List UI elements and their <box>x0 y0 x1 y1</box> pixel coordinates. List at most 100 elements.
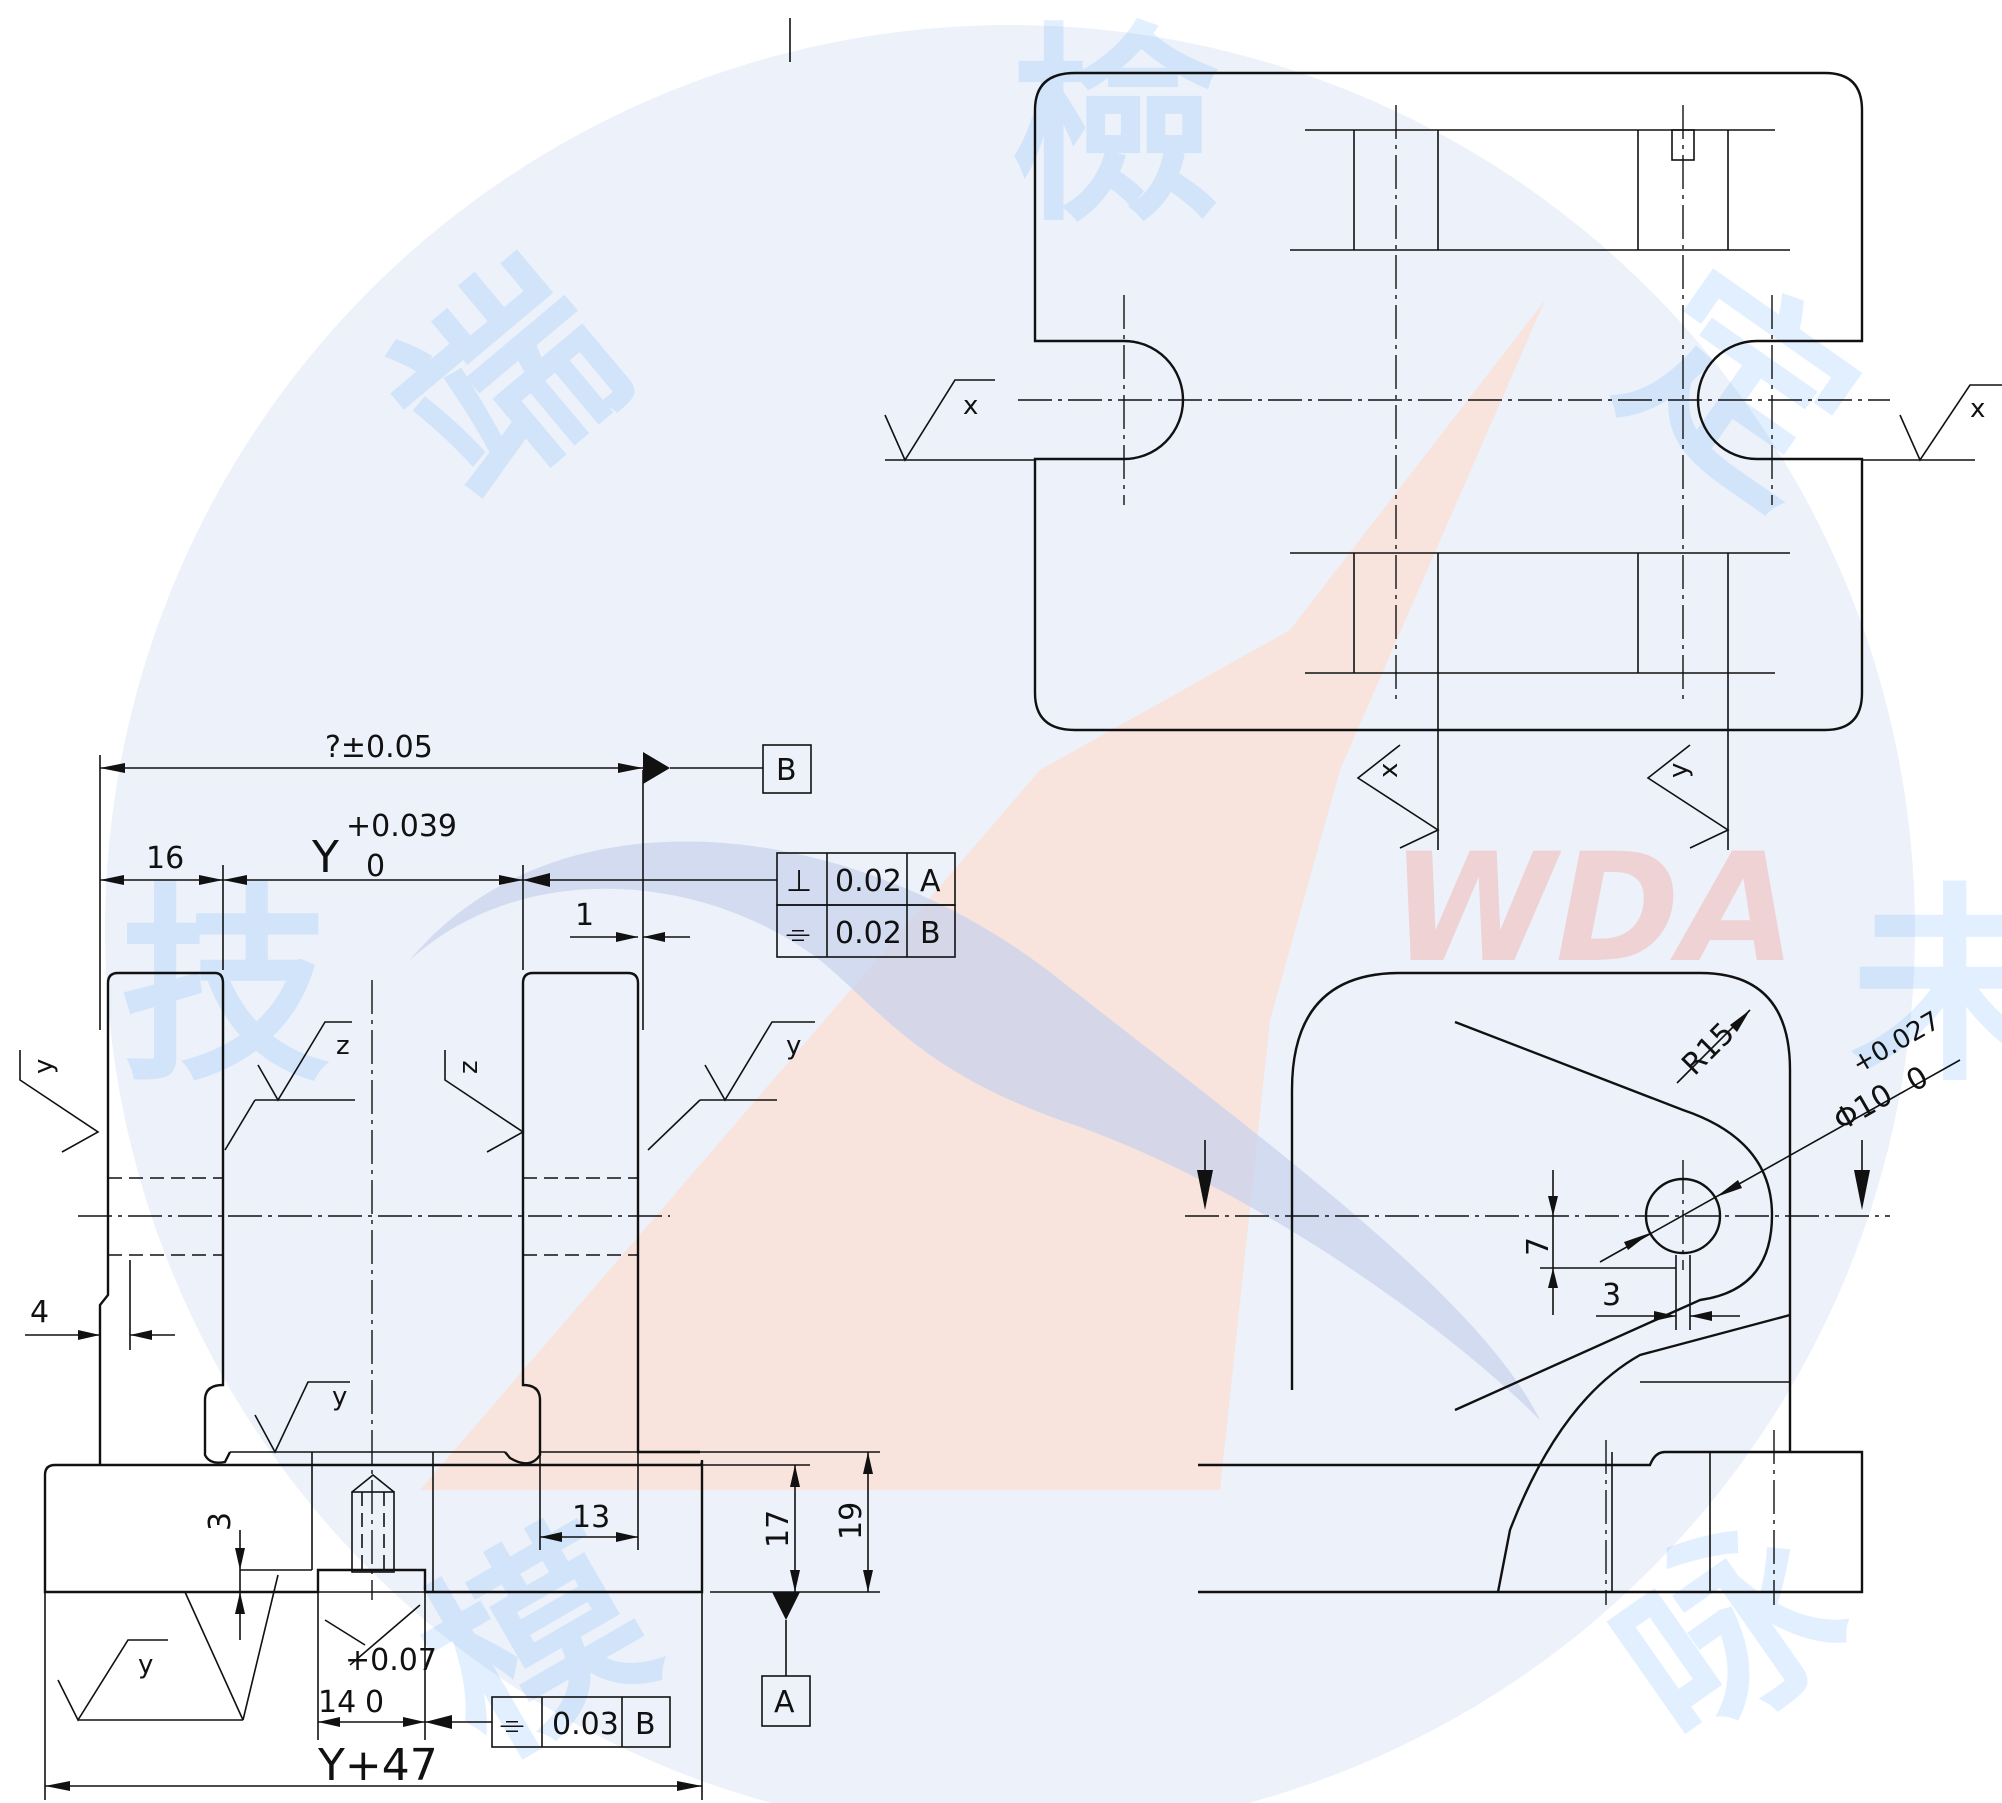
arrow-head <box>199 875 223 885</box>
tolerance-frame: ⌯ 0.02 B <box>776 904 956 958</box>
datum-a-box <box>761 1675 811 1727</box>
tolerance-datum: A <box>920 864 941 899</box>
arrow-head <box>1854 1170 1870 1210</box>
datum-b-box <box>762 744 812 794</box>
dim-slot-upper: +0.039 <box>346 809 457 844</box>
tolerance-frame: ⊥ 0.02 A <box>776 852 956 906</box>
arrow-head <box>540 1532 562 1542</box>
arrow-head <box>1197 1170 1213 1210</box>
dim-lug-foot: 13 <box>572 1500 610 1535</box>
side-view-curve <box>1496 1313 1791 1593</box>
dim-overall-width: ?±0.05 <box>325 730 433 765</box>
arrow-head <box>1690 1311 1712 1321</box>
surface-finish-symbol <box>1646 744 1730 849</box>
dim-base-width: Y+47 <box>317 1740 438 1791</box>
arrow-head <box>1548 1196 1558 1216</box>
arrow-head <box>235 1592 245 1614</box>
dim-height-outer: 19 <box>834 1502 869 1540</box>
surface-finish-symbol <box>704 1021 815 1102</box>
leader-line <box>184 1591 244 1721</box>
dim-height-inner: 17 <box>761 1510 796 1548</box>
arrow-head <box>1548 1268 1558 1288</box>
arrow-head <box>523 873 550 887</box>
key-pin-tip <box>351 1473 395 1493</box>
dim-pin: 3 <box>1602 1278 1621 1313</box>
surface-finish-symbol <box>884 379 995 462</box>
arrow-head <box>618 763 643 773</box>
dim-offset: 1 <box>575 898 594 933</box>
surface-finish-symbol <box>257 1021 352 1102</box>
surface-finish-symbol <box>254 1381 350 1454</box>
right-lug <box>521 971 700 1454</box>
dim-key-nominal: 14 <box>318 1685 356 1720</box>
leader-line <box>647 1099 701 1151</box>
right-lug-foot <box>504 983 542 1465</box>
arrow-head <box>643 932 665 942</box>
datum-b-label: B <box>776 753 797 788</box>
base-block <box>43 1459 704 1594</box>
dim-drop: 7 <box>1521 1237 1556 1256</box>
leader-line <box>324 1619 366 1646</box>
tolerance-value: 0.02 <box>835 916 902 951</box>
arrow-head <box>223 875 247 885</box>
arrow-head <box>45 1781 70 1791</box>
tolerance-value: 0.02 <box>835 864 902 899</box>
arrow-head <box>130 1330 152 1340</box>
arrow-head <box>790 1570 800 1592</box>
arrow-head <box>403 1717 425 1727</box>
side-view-outline <box>1290 971 1792 1452</box>
surface-finish-label: y <box>29 1059 59 1074</box>
arrow-head <box>677 1781 702 1791</box>
left-lug <box>98 971 232 1465</box>
arrow-head <box>78 1330 100 1340</box>
surface-finish-label: y <box>332 1382 347 1412</box>
arrow-head <box>1654 1311 1676 1321</box>
watermark-swoosh <box>410 841 1540 1420</box>
dim-left-lug: 16 <box>146 841 184 876</box>
side-view-base <box>1198 1450 1864 1594</box>
surface-finish-label: y <box>786 1031 801 1061</box>
perpendicularity-icon: ⊥ <box>786 864 812 899</box>
top-view-outline <box>1033 71 1864 732</box>
key-pin <box>351 1491 395 1573</box>
arrow-head <box>425 1715 452 1729</box>
dim-hole-offset: 4 <box>30 1295 49 1330</box>
leader-line <box>224 1099 256 1151</box>
tolerance-value: 0.03 <box>552 1707 619 1742</box>
watermark-char: 未 <box>1850 865 2002 1110</box>
tolerance-frame-box <box>776 904 956 958</box>
surface-finish-label: y <box>138 1650 153 1680</box>
leader-line <box>349 1604 421 1666</box>
dim-key-upper: +0.07 <box>345 1643 437 1678</box>
top-view: x x x y <box>884 71 2002 850</box>
surface-finish-label: z <box>454 1060 484 1074</box>
surface-finish-symbol <box>444 1050 525 1153</box>
surface-finish-symbol <box>1899 384 2002 462</box>
tolerance-frame: ⌯ 0.03 B <box>491 1696 671 1748</box>
front-view: ?±0.05 B 16 Y +0.039 0 ⊥ 0.02 A <box>19 730 956 1800</box>
symmetry-icon: ⌯ <box>500 1707 524 1742</box>
surface-finish-label: x <box>963 391 978 421</box>
surface-finish-label: y <box>1664 763 1694 778</box>
arrow-head <box>790 1465 800 1487</box>
watermark-brand: WDA <box>1390 822 1796 996</box>
symmetry-icon: ⌯ <box>786 916 810 951</box>
arrow-head <box>616 932 638 942</box>
watermark: 檢 端 定 技 模 未 咏 WDA <box>105 5 2002 1803</box>
dim-key-lower: 0 <box>365 1685 384 1720</box>
tolerance-frame-box <box>491 1696 671 1748</box>
watermark-char: 檢 <box>1010 5 1220 250</box>
leader-line <box>242 1574 279 1721</box>
arrow-head <box>1716 1180 1742 1197</box>
surface-finish-label: z <box>336 1031 350 1061</box>
arrow-head <box>235 1548 245 1570</box>
dim-slot-lower: 0 <box>366 849 385 884</box>
surface-finish-symbol <box>19 1050 100 1153</box>
arrow-head <box>100 875 124 885</box>
arrow-head <box>1730 1010 1750 1032</box>
tolerance-datum: B <box>635 1707 656 1742</box>
hole-leader <box>1599 1059 1961 1263</box>
datum-a-triangle <box>772 1592 800 1620</box>
arrow-head <box>863 1570 873 1592</box>
